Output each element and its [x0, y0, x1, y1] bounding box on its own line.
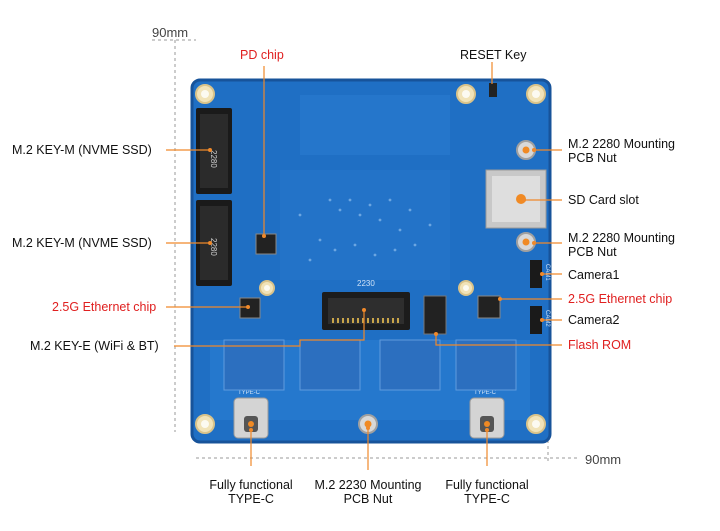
label-m2-key-m-1: M.2 KEY-M (NVME SSD) [12, 143, 152, 157]
camera2-connector [530, 306, 542, 334]
label-typec-left: Fully functional TYPE-C [196, 478, 306, 506]
typec-mark-left: TYPE-C [238, 390, 261, 396]
eth-chip-right [477, 295, 501, 319]
leader-lines [166, 62, 562, 470]
slot2-mark: 2280 [209, 238, 218, 256]
camera1-connector [530, 260, 542, 288]
label-mount-nut-1-line1: M.2 2280 Mounting [568, 137, 676, 151]
typec-mark-right: TYPE-C [474, 390, 497, 396]
label-mount-nut-1: M.2 2280 Mounting PCB Nut [568, 137, 675, 165]
label-typec-right-line1: Fully functional [445, 478, 529, 492]
m2-key-m-slot-1 [196, 108, 232, 194]
dimension-top-label: 90mm [152, 25, 189, 40]
label-pd-chip: PD chip [240, 48, 284, 62]
label-typec-right: Fully functional TYPE-C [432, 478, 542, 506]
typec-left-port [233, 397, 269, 439]
dimension-right-label: 90mm [585, 452, 622, 467]
label-typec-right-line2: TYPE-C [464, 492, 510, 506]
label-typec-left-line1: Fully functional [209, 478, 293, 492]
label-nut-2230: M.2 2230 Mounting PCB Nut [303, 478, 433, 506]
label-camera2: Camera2 [568, 313, 620, 327]
label-flash-rom: Flash ROM [568, 338, 632, 352]
label-m2-key-m-2: M.2 KEY-M (NVME SSD) [12, 236, 152, 250]
label-mount-nut-2-line1: M.2 2280 Mounting [568, 231, 676, 245]
label-nut-2230-line1: M.2 2230 Mounting [314, 478, 422, 492]
keye-mark: 2230 [357, 279, 375, 288]
sd-card-slot [485, 169, 547, 229]
cam2-mark: CAM2 [544, 310, 550, 327]
label-mount-nut-2: M.2 2280 Mounting PCB Nut [568, 231, 675, 259]
m2-key-e-slot [322, 292, 410, 330]
flash-rom-chip [423, 295, 447, 335]
slot1-mark: 2280 [209, 150, 218, 168]
label-mount-nut-2-line2: PCB Nut [568, 245, 617, 259]
typec-right-port [469, 397, 505, 439]
cam1-mark: CAM1 [544, 264, 550, 281]
label-camera1: Camera1 [568, 268, 620, 282]
dimension-lines [152, 39, 578, 462]
label-m2-key-e: M.2 KEY-E (WiFi & BT) [30, 339, 159, 353]
label-eth-chip-right: 2.5G Ethernet chip [568, 292, 673, 306]
reset-key [489, 83, 497, 97]
label-reset-key: RESET Key [460, 48, 527, 62]
label-nut-2230-line2: PCB Nut [343, 492, 393, 506]
pd-chip [255, 233, 277, 255]
label-sd-card: SD Card slot [568, 193, 639, 207]
label-typec-left-line2: TYPE-C [228, 492, 274, 506]
label-mount-nut-1-line2: PCB Nut [568, 151, 617, 165]
m2-key-m-slot-2 [196, 200, 232, 286]
eth-chip-left [239, 297, 261, 319]
label-eth-chip-left: 2.5G Ethernet chip [52, 300, 157, 314]
